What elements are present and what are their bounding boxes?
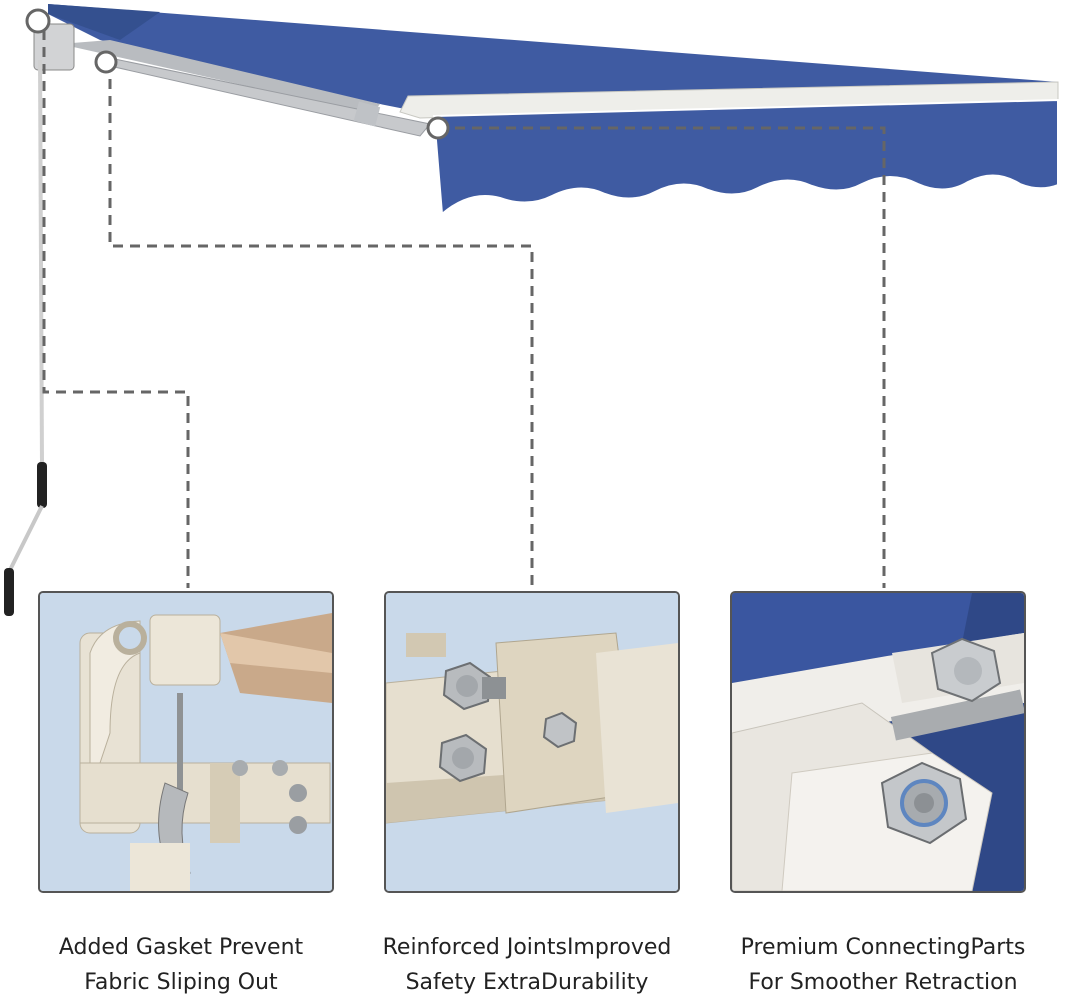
gasket-icon xyxy=(40,593,332,891)
callout-lines xyxy=(42,30,886,588)
callout-dot-1 xyxy=(25,8,51,34)
joint-bolt-icon xyxy=(386,593,678,891)
bolt-hex-upper xyxy=(442,661,492,711)
detail-photo-connector xyxy=(730,591,1026,893)
awning-canopy xyxy=(48,4,1058,110)
caption-line-1: Premium ConnectingParts xyxy=(740,935,1026,960)
crank-grip xyxy=(4,568,14,616)
awning-canopy-shade xyxy=(48,4,160,40)
callout-line-3 xyxy=(438,126,886,588)
callout-line-1 xyxy=(42,30,190,588)
callout-dot-2 xyxy=(94,50,118,74)
awning-arm-upper xyxy=(60,40,380,114)
caption-line-2: Safety ExtraDurability xyxy=(405,970,649,995)
bolt-hex-side xyxy=(542,711,578,749)
feature-caption-joints: Reinforced JointsImproved Safety ExtraDu… xyxy=(362,930,692,1000)
crank-rod xyxy=(38,59,44,467)
detail-photo-gasket xyxy=(38,591,334,893)
arm-elbow xyxy=(353,101,381,127)
feature-caption-connecting-parts: Premium ConnectingParts For Smoother Ret… xyxy=(718,930,1048,1000)
caption-line-1: Added Gasket Prevent xyxy=(58,935,304,960)
bolt-hex-top xyxy=(930,637,1002,703)
caption-line-2: For Smoother Retraction xyxy=(748,970,1018,995)
callout-dot-3 xyxy=(426,116,450,140)
bolt-hex-front xyxy=(880,761,968,845)
crank-arm xyxy=(8,505,44,571)
crank-handle xyxy=(37,462,47,508)
hex-bolt-icon xyxy=(732,593,1024,891)
bolt-hex-lower xyxy=(438,733,488,783)
caption-line-1: Reinforced JointsImproved xyxy=(382,935,672,960)
detail-photo-joint xyxy=(384,591,680,893)
feature-caption-gasket: Added Gasket Prevent Fabric Sliping Out xyxy=(16,930,346,1000)
caption-line-2: Fabric Sliping Out xyxy=(84,970,278,995)
callout-line-2 xyxy=(108,62,534,588)
awning-valance xyxy=(432,98,1059,217)
